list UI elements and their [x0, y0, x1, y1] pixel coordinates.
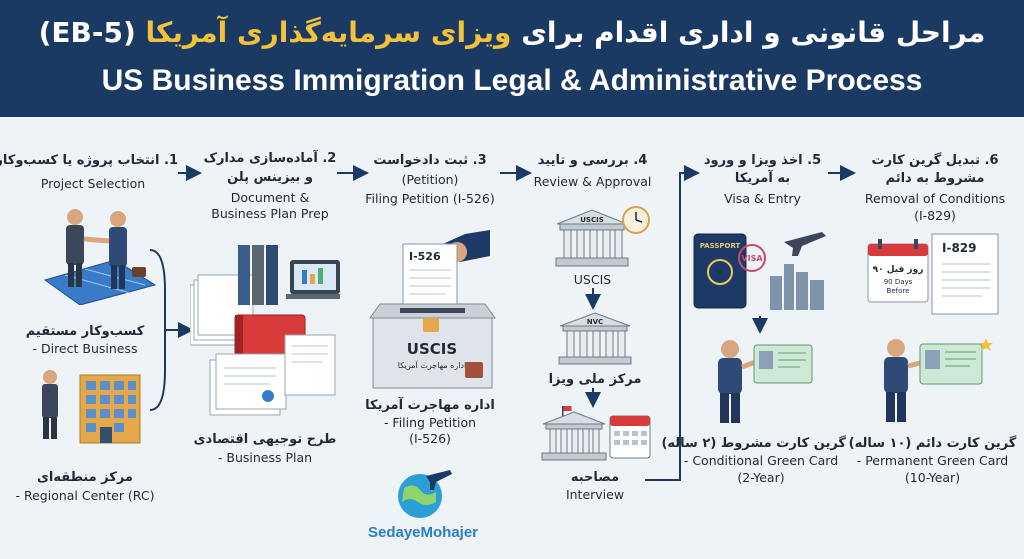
step1-title-fa: 1. انتخاب پروژه یا کسب‌وکار: [0, 153, 178, 168]
handshake-icon: [43, 209, 157, 305]
step3-title-en-line2: Filing Petition (I-526): [365, 191, 495, 206]
person-permanent-greencard-icon: [884, 338, 993, 422]
step3-title-fa: 3. ثبت دادخواست: [373, 153, 487, 168]
step6-title-en-line2: (I-829): [914, 208, 956, 223]
person-greencard-icon: [718, 340, 813, 423]
uscis-building-icon: USCIS: [555, 206, 650, 267]
filing-petition-en-line2: (I-526): [409, 431, 451, 446]
interview-fa: مصاحبه: [570, 470, 620, 485]
regional-center-icon: [42, 370, 141, 444]
conditional-greencard-en-line1: - Conditional Green Card: [683, 453, 839, 468]
visa-stamp-label: VISA: [741, 254, 763, 263]
filing-petition-en-line1: - Filing Petition: [383, 415, 477, 430]
calendar-days-en-line2: Before: [887, 287, 910, 295]
uscis-caption: USCIS: [573, 272, 612, 287]
direct-business-fa: کسب‌وکار مستقیم: [25, 324, 145, 339]
calendar-days-fa: ۹۰ روز قبل: [873, 265, 924, 275]
regional-center-en: - Regional Center (RC): [15, 488, 155, 503]
passport-visa-icon: PASSPORT VISA: [693, 232, 826, 310]
step5-title-fa-line2: به آمریکا: [734, 171, 791, 186]
petition-ballot-box-icon: I-526 USCIS اداره مهاجرت آمریکا: [369, 230, 496, 389]
conditional-greencard-fa: گرین کارت مشروط (۲ ساله): [661, 436, 846, 451]
step5-title-fa-line1: 5. اخذ ویزا و ورود: [703, 153, 822, 168]
business-plan-en: - Business Plan: [217, 450, 313, 465]
permanent-greencard-en-line2: (10-Year): [904, 470, 961, 485]
calendar-days-en-line1: 90 Days: [884, 278, 913, 286]
regional-center-fa: مرکز منطقه‌ای: [37, 470, 133, 485]
title-persian: مراحل قانونی و اداری اقدام برای ویزای سر…: [38, 16, 986, 49]
immigration-office-fa: اداره مهاجرت آمریکا: [365, 398, 495, 413]
nvc-building-label: NVC: [587, 318, 603, 326]
business-plan-fa: طرح توجیهی اقتصادی: [193, 432, 337, 447]
i829-form-label: I-829: [942, 241, 977, 255]
brand-name: SedayeMohajer: [367, 524, 479, 541]
step2-title-fa-line2: و بیزینس پلن: [227, 170, 313, 185]
step5-title-en: Visa & Entry: [724, 191, 801, 206]
step2-title-en-line2: Business Plan Prep: [211, 206, 329, 221]
title-english: US Business Immigration Legal & Administ…: [101, 64, 923, 97]
arrow-step4-step5: [645, 165, 700, 481]
conditional-greencard-en-line2: (2-Year): [737, 470, 785, 485]
title-persian-accent: ویزای سرمایه‌گذاری آمریکا: [145, 16, 512, 49]
nvc-building-icon: NVC: [558, 312, 632, 365]
interview-building-icon: [541, 406, 651, 461]
step1-title-en: Project Selection: [40, 176, 146, 191]
uscis-box-sublabel: اداره مهاجرت آمریکا: [398, 360, 466, 370]
interview-en: Interview: [565, 487, 625, 502]
permanent-greencard-fa: گرین کارت دائم (۱۰ ساله): [848, 436, 1017, 451]
arrow-options-bracket: [149, 249, 194, 338]
step4-title-en: Review & Approval: [533, 174, 652, 189]
documents-stack-icon: [190, 245, 340, 416]
permanent-greencard-en-line1: - Permanent Green Card: [856, 453, 1009, 468]
passport-label: PASSPORT: [700, 242, 741, 250]
calendar-form-icon: I-829 ۹۰ روز قبل 90 Days Before: [867, 233, 999, 315]
uscis-box-label: USCIS: [407, 340, 457, 358]
step4-title-fa: 4. بررسی و تایید: [537, 153, 648, 168]
i526-form-label: I-526: [409, 250, 441, 263]
globe-plane-logo-icon: [398, 470, 452, 518]
step6-title-fa-line1: 6. تبدیل گرین کارت: [871, 153, 999, 168]
header-banner: مراحل قانونی و اداری اقدام برای ویزای سر…: [0, 0, 1024, 117]
direct-business-en: - Direct Business: [32, 341, 138, 356]
step6-title-en-line1: Removal of Conditions: [864, 191, 1006, 206]
step3-title-en-line1: (Petition): [401, 172, 459, 187]
uscis-building-label: USCIS: [580, 216, 604, 224]
step6-title-fa-line2: مشروط به دائم: [885, 171, 985, 186]
step2-title-fa-line1: 2. آماده‌سازی مدارک: [203, 151, 337, 166]
nvc-caption-fa: مرکز ملی ویزا: [548, 372, 642, 387]
step2-title-en-line1: Document &: [230, 190, 310, 205]
